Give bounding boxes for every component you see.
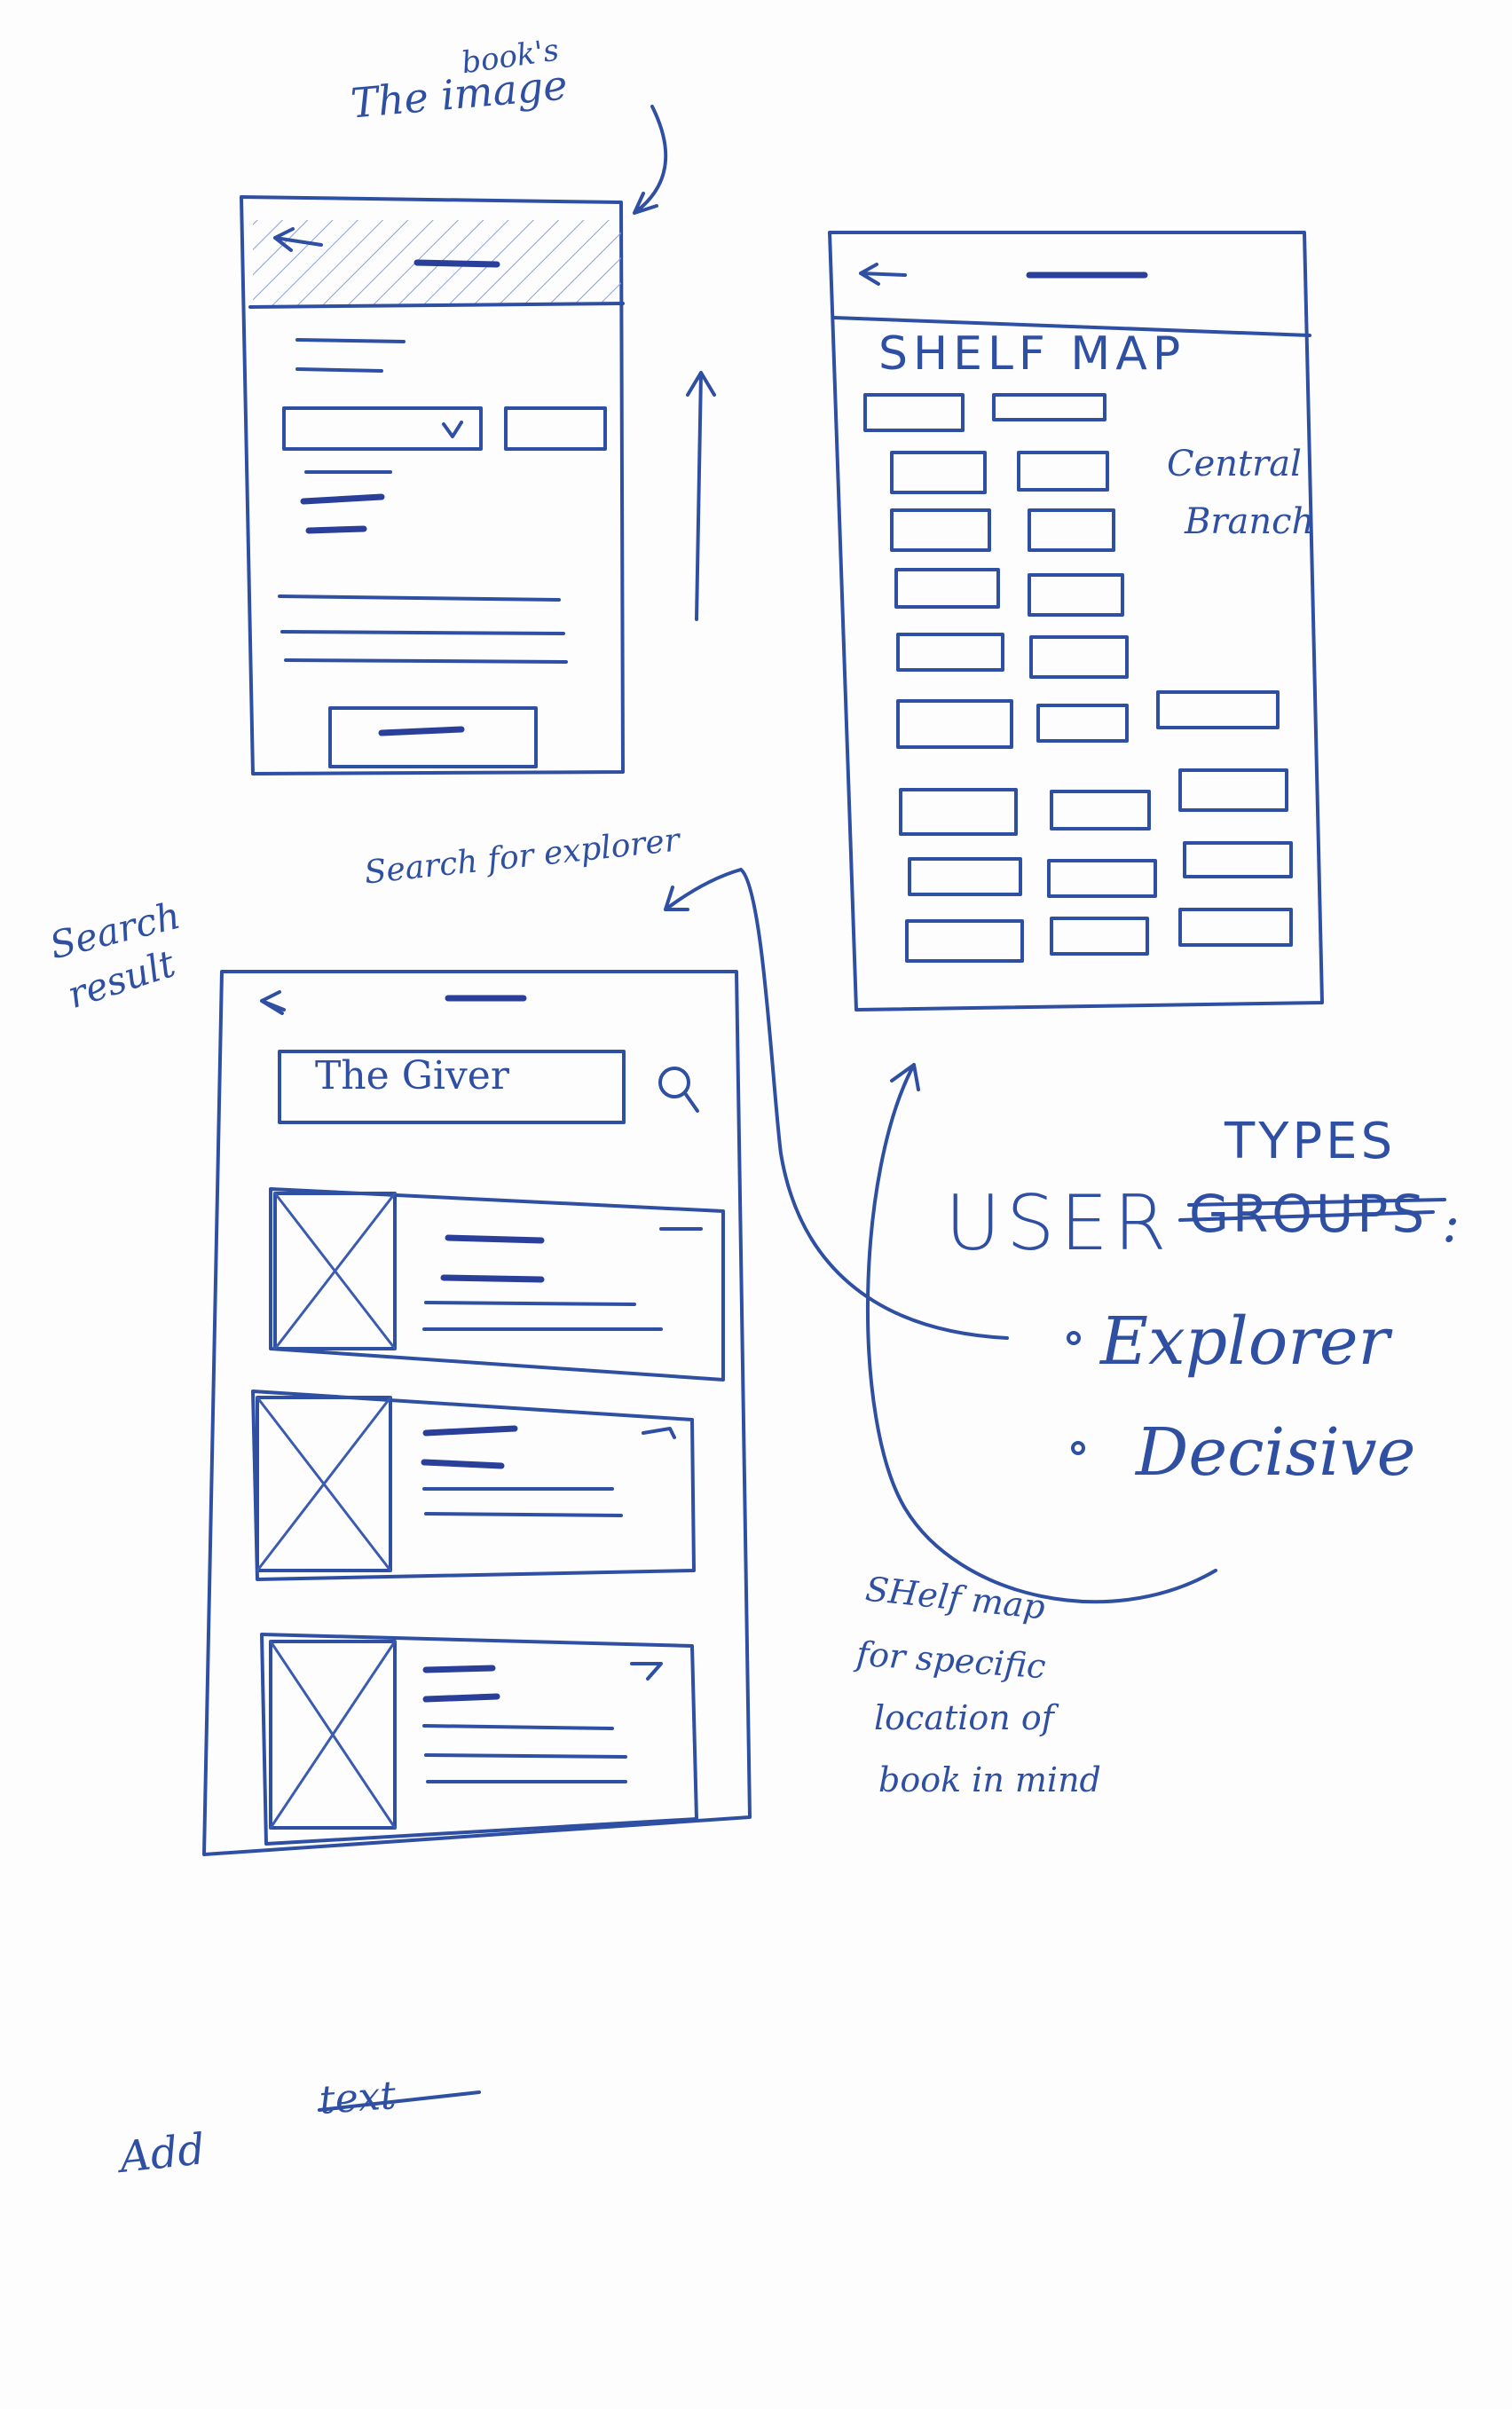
search-results-screen <box>202 970 752 1856</box>
user-type-decisive: Decisive <box>1136 1414 1416 1491</box>
result-line <box>421 1459 505 1469</box>
result-card <box>269 1187 725 1382</box>
highlighted-shelf <box>1036 704 1129 743</box>
book-detail-frame <box>240 195 625 775</box>
chevron-down-icon <box>442 421 463 438</box>
shelf-box <box>1156 690 1280 729</box>
shelf-box <box>1178 768 1288 812</box>
shelf-header-divider <box>832 316 1311 337</box>
back-arrow-icon <box>273 227 323 252</box>
magnifier-handle <box>683 1091 699 1113</box>
highlighted-shelf <box>908 857 1022 896</box>
shelf-box <box>1028 573 1124 617</box>
user-types-replacement: TYPES <box>1225 1113 1397 1170</box>
shelf-box <box>890 451 987 494</box>
shelf-box <box>863 393 965 432</box>
result-line <box>422 1693 500 1703</box>
highlighted-shelf <box>1050 917 1149 956</box>
text-line-4 <box>300 493 385 505</box>
bookmark-icon <box>642 1427 676 1439</box>
result-card <box>260 1633 698 1846</box>
search-frame <box>202 970 752 1856</box>
back-arrow-icon <box>859 263 907 286</box>
shelf-box <box>1183 841 1293 878</box>
shelf-box <box>890 508 991 552</box>
user-type-explorer: Explorer <box>1100 1303 1390 1380</box>
shelf-map-title: SHELF MAP <box>878 327 1186 381</box>
upward-flow-arrow <box>686 371 716 621</box>
text-line-6 <box>278 594 561 602</box>
shelf-box <box>992 393 1106 421</box>
shelf-note-line3: location of <box>874 1698 1054 1737</box>
dropdown-box <box>282 406 483 451</box>
book-image-arrow <box>633 105 668 215</box>
text-line-1 <box>295 338 406 343</box>
shelf-box <box>1017 451 1109 492</box>
user-types-heading: USER <box>945 1179 1172 1268</box>
text-line-2 <box>295 367 383 373</box>
highlighted-shelf <box>905 919 1024 963</box>
highlighted-shelf <box>896 699 1013 749</box>
shelf-box <box>894 568 1000 609</box>
bullet-icon <box>1067 1331 1081 1345</box>
book-thumbnail <box>273 1192 397 1350</box>
annotation-add: Add <box>117 2124 208 2183</box>
result-line <box>424 1512 623 1517</box>
branch-line1: Central <box>1167 444 1302 484</box>
strikethrough-line <box>1187 1198 1446 1207</box>
side-button-box <box>504 406 607 451</box>
result-card <box>251 1390 696 1581</box>
highlighted-shelf <box>1050 790 1151 831</box>
header-divider <box>248 302 625 309</box>
book-thumbnail-cross <box>269 1640 397 1830</box>
book-thumbnail-cross <box>256 1396 392 1572</box>
bookmark-icon <box>630 1662 663 1681</box>
result-line <box>424 1753 627 1759</box>
title-placeholder <box>413 259 500 268</box>
search-input-box <box>278 1050 626 1124</box>
user-types-struck-word: GROUPS <box>1189 1184 1429 1244</box>
book-detail-screen <box>240 195 625 775</box>
result-line <box>424 1301 636 1306</box>
book-thumbnail <box>256 1396 392 1572</box>
explorer-flow-arrow <box>664 868 1009 1340</box>
branch-line2: Branch <box>1185 501 1315 542</box>
result-title-line <box>422 1665 496 1673</box>
book-thumbnail <box>269 1640 397 1830</box>
text-scribble <box>318 2090 481 2112</box>
decisive-flow-arrow <box>865 1063 1217 1604</box>
highlighted-shelf <box>1047 859 1157 898</box>
result-title-line <box>422 1425 518 1437</box>
result-line <box>440 1274 545 1283</box>
shelf-box <box>1029 635 1129 679</box>
magnifier-icon <box>658 1067 690 1098</box>
search-input-value: The Giver <box>315 1053 509 1098</box>
result-title-line <box>445 1234 545 1244</box>
highlighted-shelf <box>899 788 1018 836</box>
shelf-box <box>1178 908 1293 947</box>
result-line <box>422 1724 614 1730</box>
text-line-7 <box>280 630 565 635</box>
bottom-button-label <box>378 726 465 736</box>
shelf-note-line4: book in mind <box>878 1760 1101 1799</box>
shelf-box <box>1028 508 1115 552</box>
text-line-8 <box>284 658 568 664</box>
text-line-5 <box>305 525 367 534</box>
shelf-map-screen <box>828 231 1324 1012</box>
back-arrow-icon <box>260 990 286 1015</box>
user-types-colon: : <box>1442 1193 1461 1255</box>
strikethrough-line <box>1178 1210 1435 1222</box>
annotation-text: text <box>318 2073 398 2123</box>
shelf-map-frame <box>828 231 1324 1012</box>
shelf-box <box>896 633 1004 672</box>
book-thumbnail-cross <box>273 1192 397 1350</box>
bottom-button <box>328 706 538 768</box>
bullet-icon <box>1071 1441 1085 1455</box>
